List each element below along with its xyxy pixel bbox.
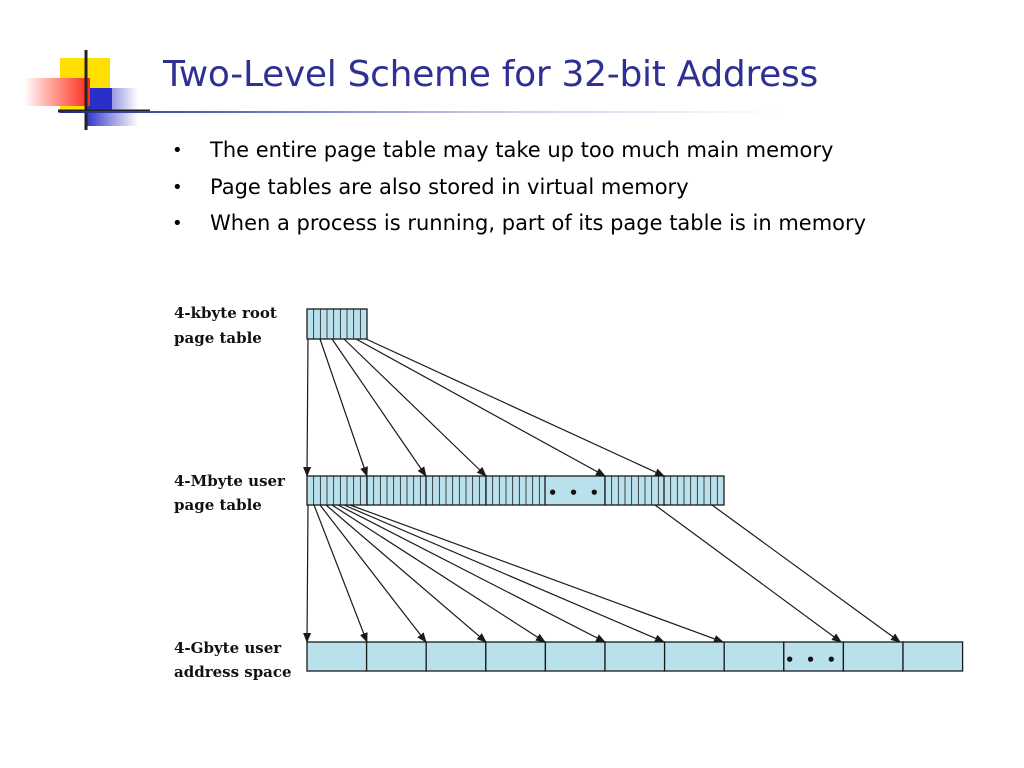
bullet-item: • When a process is running, part of its … (170, 209, 866, 246)
address-space-block (604, 641, 666, 672)
address-space-block (485, 641, 547, 672)
mapping-arrow (331, 504, 546, 643)
root-table-label-line2: page table (174, 329, 262, 347)
mapping-arrow (303, 504, 312, 643)
block-outline (306, 475, 368, 506)
user-table-block (306, 475, 368, 506)
user-table-block (425, 475, 487, 506)
user-page-table-label-line1: 4-Mbyte user (174, 472, 286, 490)
mapping-arrow (349, 504, 724, 643)
address-space-block (544, 641, 606, 672)
block-outline (663, 475, 725, 506)
title-underline (60, 111, 1024, 113)
address-space-ellipsis: • • • (785, 651, 839, 669)
mapping-arrow (355, 338, 606, 477)
bullet-item: • Page tables are also stored in virtual … (170, 173, 866, 210)
user-page-table-label-line2: page table (174, 496, 262, 514)
mapping-arrow (654, 504, 842, 643)
mapping-arrow (711, 504, 901, 643)
user-table-block (663, 475, 725, 506)
mapping-arrow (343, 338, 487, 477)
bullet-text: Page tables are also stored in virtual m… (210, 174, 689, 199)
user-table-ellipsis: • • • (548, 484, 602, 502)
address-space-block (723, 641, 785, 672)
mapping-arrow (365, 338, 665, 477)
user-table-block (366, 475, 428, 506)
block-outline (425, 475, 487, 506)
bullet-icon: • (172, 176, 183, 198)
address-space-block (902, 641, 964, 672)
address-space-block (425, 641, 487, 672)
user-table-ellipsis-block (544, 475, 606, 506)
mapping-arrow (331, 338, 427, 477)
address-space-block (365, 641, 427, 672)
mapping-arrow (319, 338, 368, 477)
bullet-text: The entire page table may take up too mu… (210, 138, 834, 162)
mapping-arrows (303, 338, 901, 643)
mapping-arrow (337, 504, 606, 643)
bullet-icon: • (172, 140, 183, 161)
bullet-text: When a process is running, part of its p… (210, 211, 867, 235)
block-outline (604, 475, 666, 506)
address-space-label-line2: address space (174, 663, 292, 681)
user-table-block (604, 475, 666, 506)
mapping-arrow (303, 338, 312, 477)
mapping-arrow (319, 504, 427, 643)
bullet-item: • The entire page table may take up too m… (170, 136, 866, 173)
block-outline (306, 308, 368, 340)
address-space-label-line1: 4-Gbyte user (174, 639, 282, 657)
mapping-arrow (313, 504, 368, 643)
bullet-icon: • (172, 213, 183, 234)
block-outline (485, 475, 547, 506)
user-table-block (485, 475, 547, 506)
slide-title: Two-Level Scheme for 32-bit Address (163, 54, 818, 95)
address-space-block (663, 641, 725, 672)
root-page-table (306, 308, 368, 340)
block-outline (366, 475, 428, 506)
address-space-block (306, 641, 368, 672)
root-table-label-line1: 4-kbyte root (174, 304, 277, 322)
bullet-list: • The entire page table may take up too m… (170, 136, 866, 246)
user-address-space (306, 641, 964, 672)
mapping-arrow (325, 504, 487, 643)
address-space-block (842, 641, 904, 672)
mapping-arrow (343, 504, 665, 643)
root-table-entries (306, 308, 368, 340)
user-page-table (306, 475, 725, 506)
